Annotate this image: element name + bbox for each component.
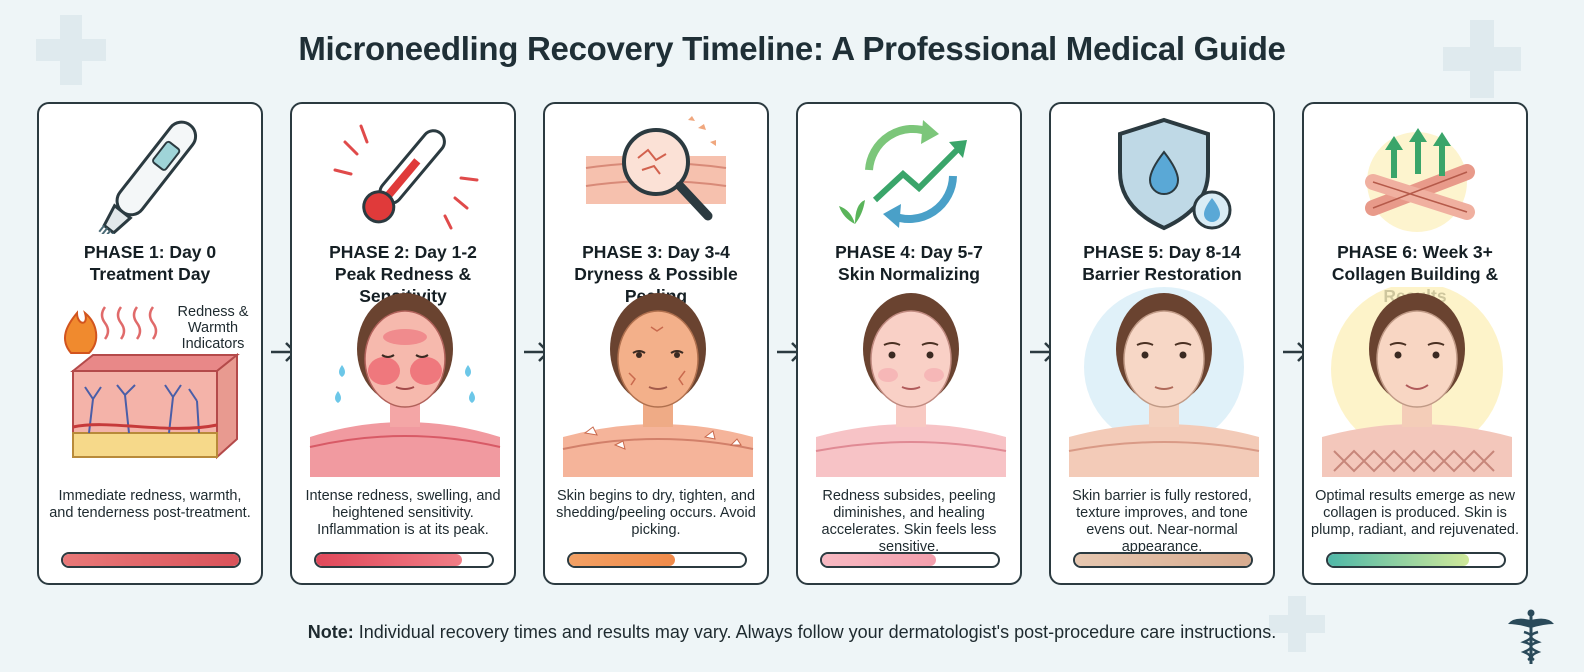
- recovery-progress-bar: [1073, 552, 1253, 568]
- disclaimer-note: Note: Individual recovery times and resu…: [0, 622, 1584, 643]
- phase-subheading: Barrier Restoration: [1082, 264, 1242, 284]
- phase-description: Skin barrier is fully restored, texture …: [1072, 488, 1252, 555]
- phase-title: PHASE 4: Day 5-7 Skin Normalizing: [798, 241, 1020, 285]
- renewal-arrows-icon: [839, 120, 967, 228]
- progress-fill: [63, 554, 239, 566]
- phase-description: Redness subsides, peeling diminishes, an…: [821, 488, 997, 555]
- skin-cross-section-illustration: [63, 306, 240, 460]
- phase-description: Intense redness, swelling, and heightene…: [305, 488, 501, 538]
- background-cross: [1443, 47, 1521, 71]
- recovery-progress-bar: [567, 552, 747, 568]
- phase-card-2: PHASE 2: Day 1-2 Peak Redness & Sensitiv…: [290, 102, 516, 585]
- progress-fill: [1075, 554, 1251, 566]
- redness-indicator-label: Redness & Warmth Indicators: [177, 304, 249, 352]
- progress-fill: [1328, 554, 1469, 566]
- background-cross: [36, 39, 106, 61]
- phase-subheading: Treatment Day: [89, 264, 211, 284]
- page-title: Microneedling Recovery Timeline: A Profe…: [298, 30, 1286, 67]
- phase-heading: PHASE 1: Day 0: [83, 242, 217, 262]
- collagen-fibers-icon: [1365, 128, 1475, 232]
- flame-icon: [63, 310, 98, 354]
- recovery-progress-bar: [1326, 552, 1506, 568]
- phase-heading: PHASE 5: Day 8-14: [1083, 242, 1241, 262]
- phase-card-5: PHASE 5: Day 8-14 Barrier Restoration Sk…: [1049, 102, 1275, 585]
- note-label: Note:: [307, 622, 354, 642]
- face-restored-illustration: [1068, 287, 1260, 477]
- progress-fill: [316, 554, 463, 566]
- phase-heading: PHASE 3: Day 3-4: [582, 242, 730, 262]
- shield-droplet-icon: [1118, 117, 1232, 231]
- phase-card-6: PHASE 6: Week 3+ Collagen Building & Res…: [1302, 102, 1528, 585]
- recovery-progress-bar: [820, 552, 1000, 568]
- face-inflamed-illustration: [309, 293, 501, 477]
- note-text: Individual recovery times and results ma…: [353, 622, 1277, 642]
- phase-description: Optimal results emerge as new collagen i…: [1311, 488, 1519, 538]
- phase-description: Immediate redness, warmth, and tendernes…: [49, 488, 251, 521]
- face-normalizing-illustration: [815, 293, 1007, 477]
- caduceus-icon: [1508, 609, 1554, 664]
- progress-fill: [822, 554, 937, 566]
- phase-title: PHASE 1: Day 0 Treatment Day: [39, 241, 261, 285]
- phase-description: Skin begins to dry, tighten, and sheddin…: [556, 488, 756, 538]
- phase-card-3: PHASE 3: Day 3-4 Dryness & Possible Peel…: [543, 102, 769, 585]
- recovery-progress-bar: [314, 552, 494, 568]
- thermometer-icon: [333, 124, 479, 230]
- recovery-progress-bar: [61, 552, 241, 568]
- background-cross: [1269, 615, 1325, 633]
- face-radiant-illustration: [1322, 287, 1512, 477]
- phase-card-1: PHASE 1: Day 0 Treatment Day Redness & W…: [37, 102, 263, 585]
- phase-card-4: PHASE 4: Day 5-7 Skin Normalizing Rednes…: [796, 102, 1022, 585]
- microneedling-pen-icon: [98, 120, 198, 234]
- phase-heading: PHASE 2: Day 1-2: [329, 242, 477, 262]
- face-peeling-illustration: [562, 293, 754, 477]
- phase-heading: PHASE 4: Day 5-7: [835, 242, 983, 262]
- progress-fill: [569, 554, 675, 566]
- phase-subheading: Skin Normalizing: [838, 264, 980, 284]
- magnifying-glass-icon: [585, 116, 727, 221]
- phase-heading: PHASE 6: Week 3+: [1337, 242, 1493, 262]
- phase-title: PHASE 5: Day 8-14 Barrier Restoration: [1051, 241, 1273, 285]
